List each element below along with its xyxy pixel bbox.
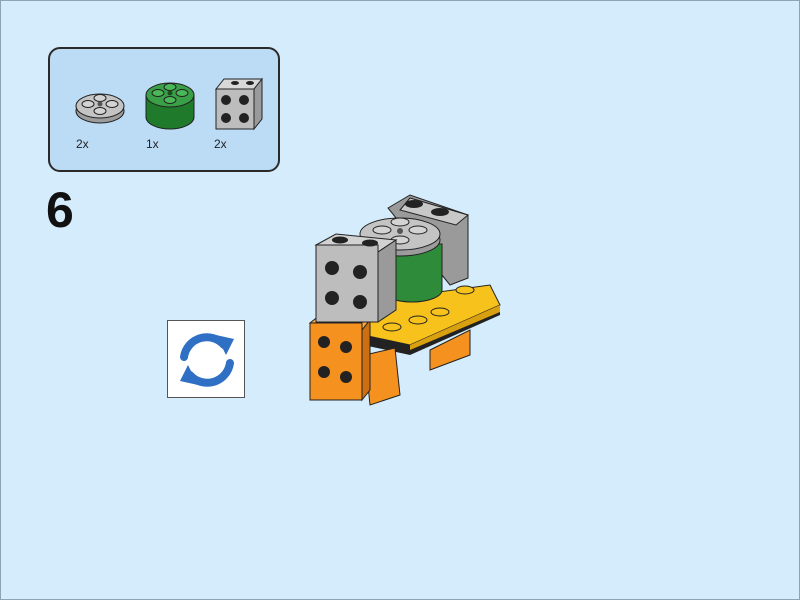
round-brick-icon — [145, 82, 195, 130]
model-assembly-image — [300, 190, 520, 420]
rotate-model-button[interactable] — [167, 320, 245, 398]
part-count: 2x — [76, 137, 89, 151]
step-number: 6 — [46, 182, 74, 238]
model-illustration — [308, 194, 501, 406]
parts-list-panel: 2x 1x 2x — [48, 47, 280, 172]
part-count: 1x — [146, 137, 159, 151]
round-plate-icon — [75, 93, 125, 124]
brick-2x2-icon — [214, 77, 264, 131]
part-round-brick: 1x — [142, 73, 204, 153]
part-round-plate: 2x — [72, 73, 134, 153]
rotate-arrows-icon — [180, 333, 234, 387]
part-brick-2x2: 2x — [210, 73, 272, 153]
part-count: 2x — [214, 137, 227, 151]
